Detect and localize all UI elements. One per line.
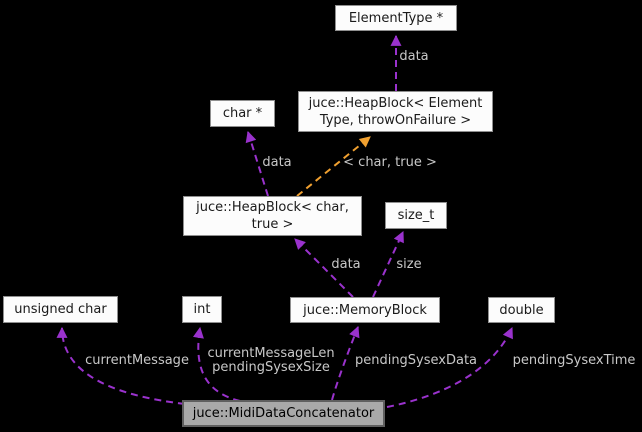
edge-concatenator-to-int bbox=[193, 326, 241, 402]
node-heapblock-element-line1: juce::HeapBlock< Element bbox=[308, 95, 483, 111]
edge-label-current-message-len-line1: currentMessageLen bbox=[207, 346, 335, 361]
node-char-ptr: char * bbox=[210, 100, 275, 127]
edge-concatenator-to-unsigned-char bbox=[56, 326, 186, 405]
edge-label-pending-sysex-data: pendingSysexData bbox=[354, 353, 478, 368]
node-memory-block[interactable]: juce::MemoryBlock bbox=[290, 297, 440, 323]
node-double: double bbox=[488, 297, 555, 323]
edge-label-size: size bbox=[396, 257, 422, 272]
node-element-type-ptr: ElementType * bbox=[335, 5, 457, 31]
node-midi-data-concatenator-label: juce::MidiDataConcatenator bbox=[192, 406, 375, 421]
edge-label-pending-sysex-size-line2: pendingSysexSize bbox=[212, 360, 330, 375]
node-memory-block-label: juce::MemoryBlock bbox=[303, 302, 427, 318]
node-char-ptr-label: char * bbox=[222, 106, 263, 121]
node-double-label: double bbox=[499, 302, 544, 318]
node-heapblock-char-true-line1: juce::HeapBlock< char, bbox=[196, 200, 349, 215]
edge-heapblock-char-to-heapblock-element bbox=[296, 136, 371, 197]
node-unsigned-char: unsigned char bbox=[3, 296, 118, 323]
node-element-type-ptr-label: ElementType * bbox=[348, 10, 444, 26]
edge-label-data-element-type: data bbox=[399, 49, 429, 64]
node-size-t-label: size_t bbox=[397, 208, 435, 223]
edge-memory-block-to-heapblock-char bbox=[294, 238, 354, 298]
node-heapblock-char-true-line2: true > bbox=[251, 217, 294, 232]
node-size-t: size_t bbox=[385, 202, 447, 229]
node-midi-data-concatenator: juce::MidiDataConcatenator bbox=[182, 400, 385, 427]
edge-label-current-message: currentMessage bbox=[85, 353, 189, 368]
node-unsigned-char-label: unsigned char bbox=[14, 302, 107, 317]
edge-concatenator-to-double bbox=[386, 326, 513, 408]
node-heapblock-element-line2: Type, throwOnFailure > bbox=[319, 112, 472, 128]
edge-label-data-memory-block: data bbox=[331, 257, 361, 272]
edge-label-pending-sysex-time: pendingSysexTime bbox=[512, 353, 636, 368]
node-heapblock-char-true[interactable]: juce::HeapBlock< char, true > bbox=[183, 196, 362, 236]
node-heapblock-element[interactable]: juce::HeapBlock< Element Type, throwOnFa… bbox=[298, 91, 493, 132]
edge-label-char-true-template: < char, true > bbox=[343, 155, 437, 170]
edge-label-current-message-len: currentMessageLen pendingSysexSize bbox=[207, 347, 334, 375]
node-int: int bbox=[182, 296, 222, 323]
edge-label-data-char-ptr: data bbox=[262, 155, 292, 170]
edge-concatenator-to-memory-block bbox=[331, 325, 360, 401]
node-int-label: int bbox=[193, 302, 211, 317]
